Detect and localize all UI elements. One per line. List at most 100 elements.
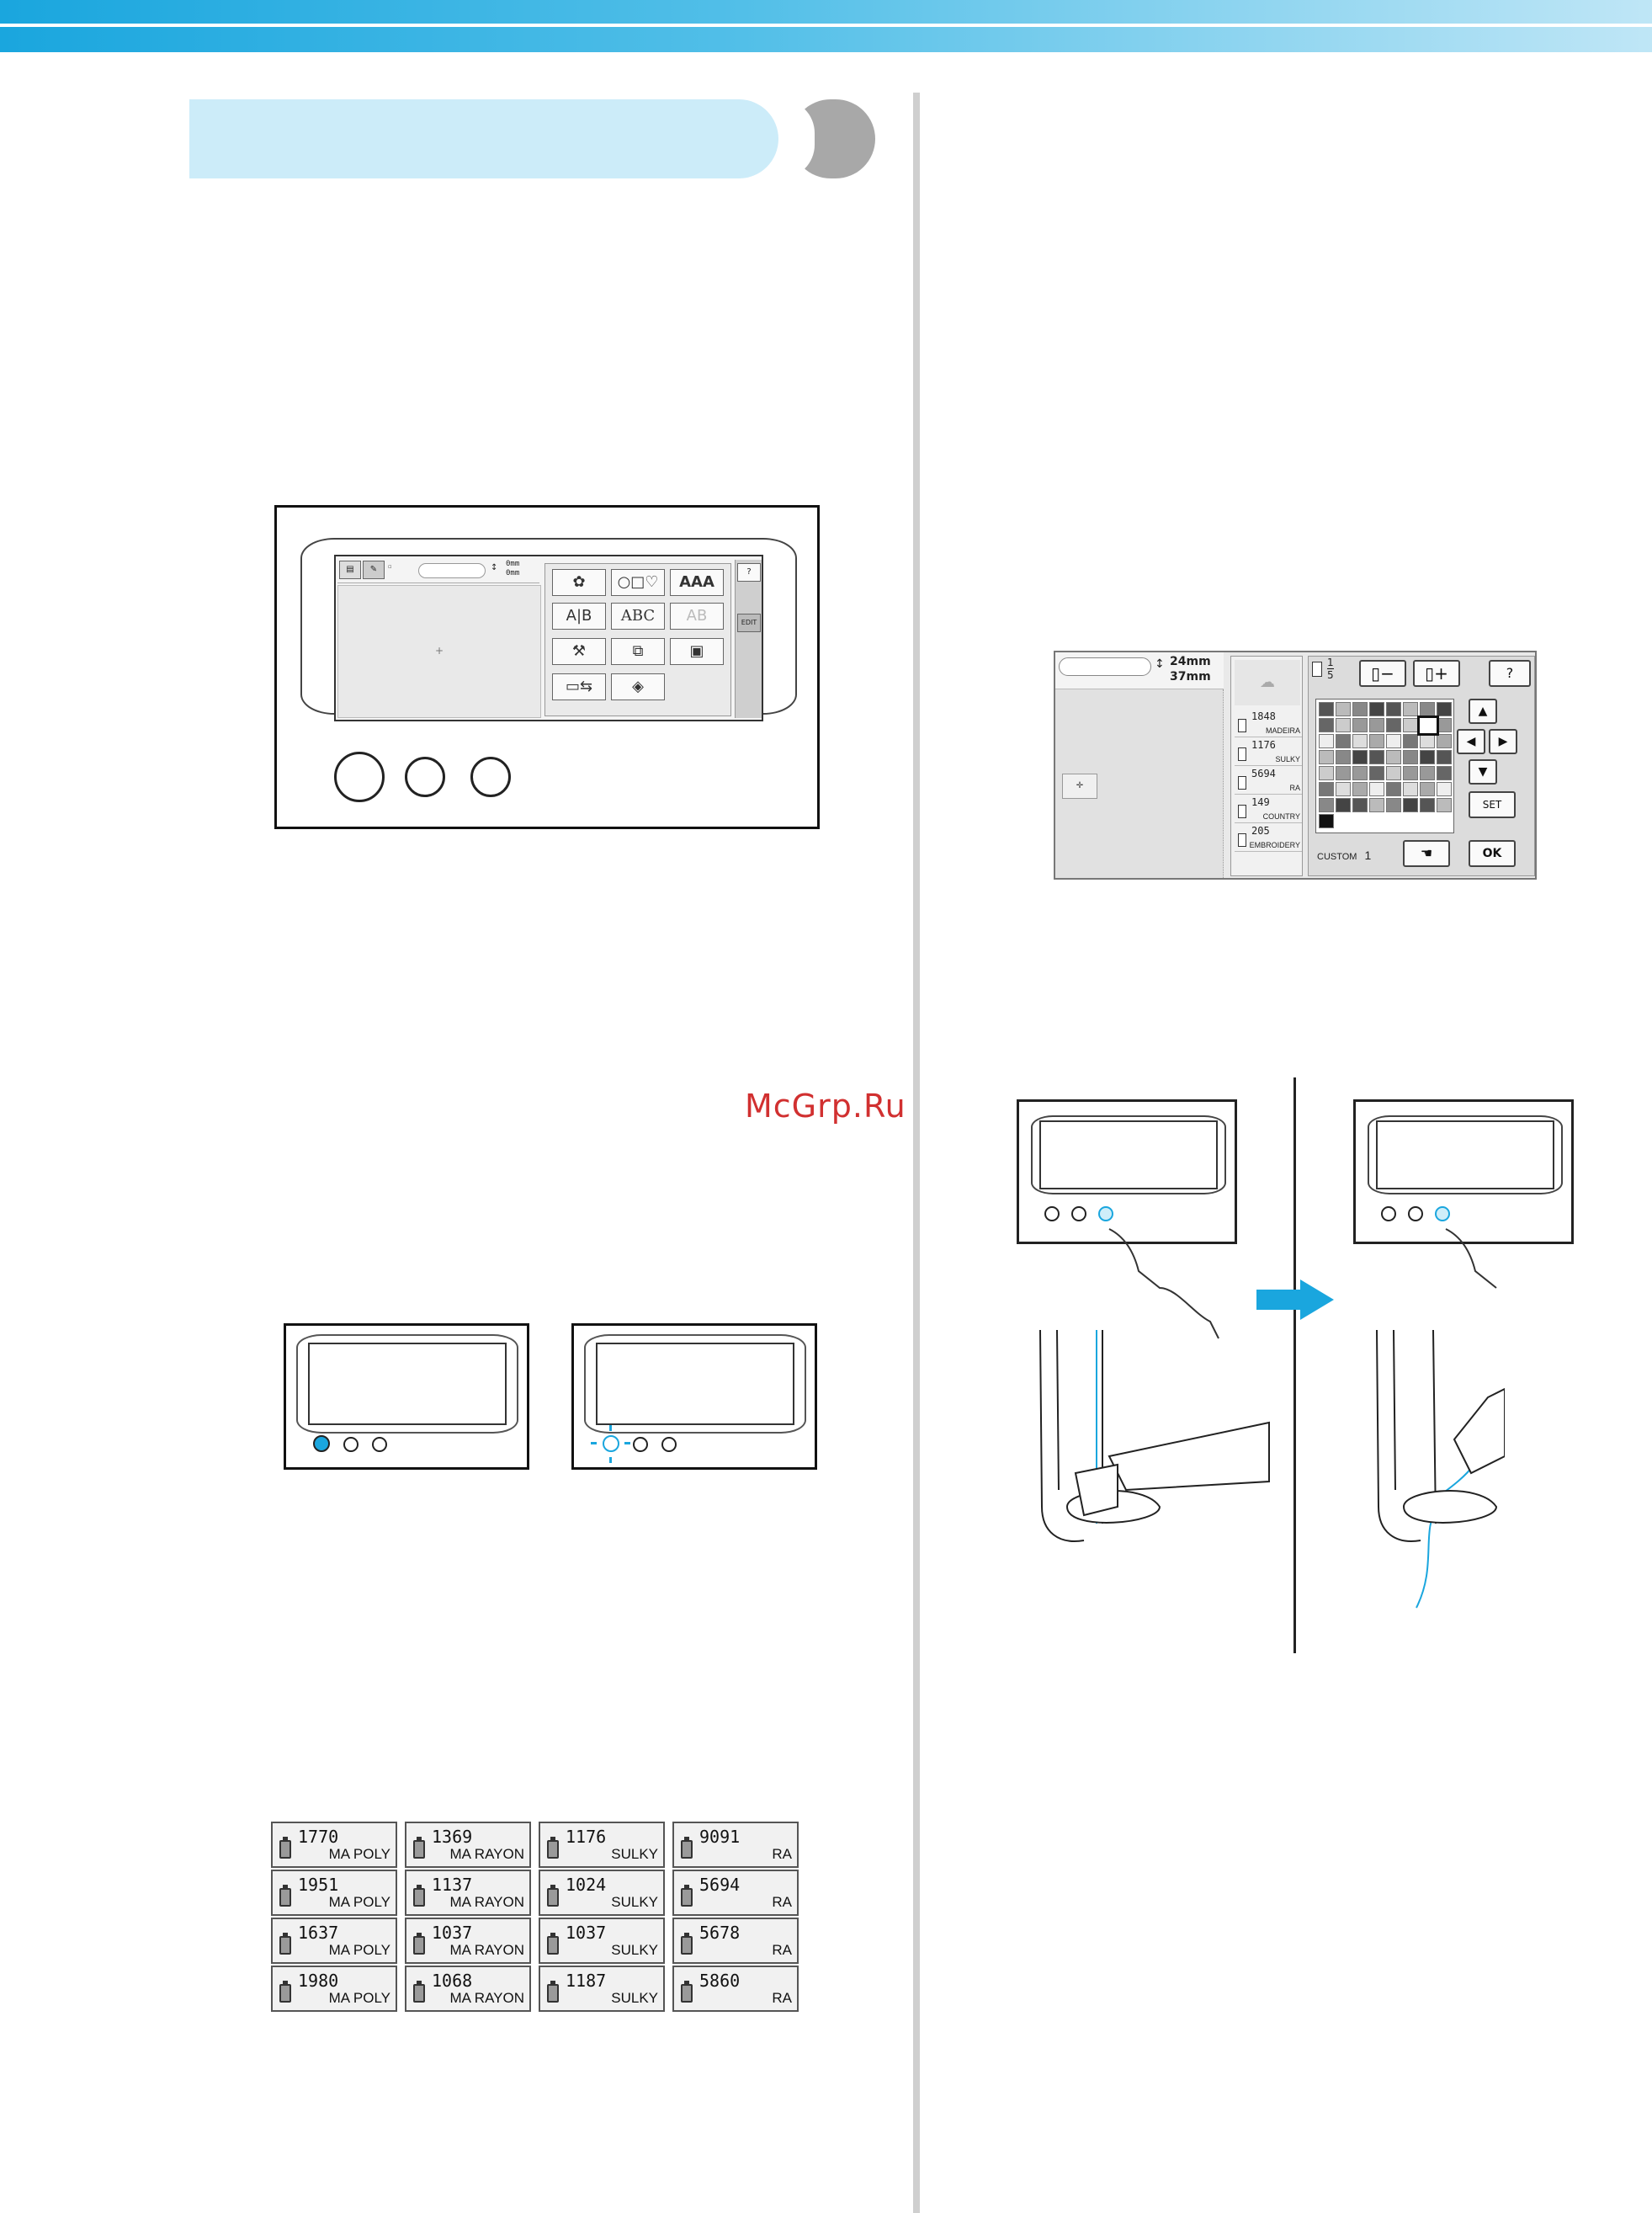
hand-grab-button[interactable]: ☚ <box>1403 840 1450 867</box>
color-cell[interactable] <box>1403 766 1418 780</box>
color-cell[interactable] <box>1386 750 1401 764</box>
needle-position-button[interactable] <box>1408 1206 1423 1221</box>
color-cell[interactable] <box>1420 798 1435 812</box>
font-ab-icon[interactable]: AB <box>670 603 724 630</box>
sewing-machine-icon[interactable]: ⚒ <box>552 638 606 665</box>
color-cell[interactable] <box>1386 798 1401 812</box>
font-abc-icon[interactable]: ABC <box>611 603 665 630</box>
color-cell[interactable] <box>1386 782 1401 796</box>
color-cell[interactable] <box>1352 718 1368 732</box>
frame-ab-icon[interactable]: A|B <box>552 603 606 630</box>
cursor-down-button[interactable]: ▼ <box>1469 759 1497 785</box>
color-cell[interactable] <box>1386 734 1401 748</box>
color-cell[interactable] <box>1369 782 1384 796</box>
color-cell[interactable] <box>1420 782 1435 796</box>
color-cell[interactable] <box>1403 718 1418 732</box>
cursor-right-button[interactable]: ▶ <box>1489 729 1517 754</box>
computer-usb-icon[interactable]: ▭⇆ <box>552 673 606 700</box>
color-cell[interactable] <box>1319 782 1334 796</box>
needle-position-button[interactable] <box>1071 1206 1086 1221</box>
thread-cutter-led[interactable] <box>372 1437 387 1452</box>
color-cell[interactable] <box>1352 734 1368 748</box>
thread-cutter-led[interactable] <box>661 1437 677 1452</box>
color-cell[interactable] <box>1386 718 1401 732</box>
color-cell[interactable] <box>1403 734 1418 748</box>
color-cell[interactable] <box>1369 798 1384 812</box>
set-button[interactable]: SET <box>1469 791 1516 818</box>
start-stop-button[interactable] <box>334 752 385 802</box>
color-cell[interactable] <box>1403 702 1418 716</box>
needle-position-button[interactable] <box>405 757 445 797</box>
color-cell[interactable] <box>1336 718 1351 732</box>
automatic-threading-button[interactable] <box>1435 1206 1450 1221</box>
font-aaa-icon[interactable]: AAA <box>670 569 724 596</box>
color-cell[interactable] <box>1437 798 1452 812</box>
next-color-button[interactable]: ▯+ <box>1413 660 1460 687</box>
color-cell[interactable] <box>1336 766 1351 780</box>
sewing-icon[interactable]: ✎ <box>363 561 385 579</box>
color-cell[interactable] <box>1437 782 1452 796</box>
color-cell[interactable] <box>1336 734 1351 748</box>
automatic-threading-button[interactable] <box>1098 1206 1113 1221</box>
color-cell[interactable] <box>1319 734 1334 748</box>
cursor-up-button[interactable]: ▲ <box>1469 699 1497 724</box>
color-cell[interactable] <box>1352 766 1368 780</box>
color-cell[interactable] <box>1352 782 1368 796</box>
color-cell[interactable] <box>1369 750 1384 764</box>
start-stop-led-on[interactable] <box>313 1435 330 1452</box>
color-cell[interactable] <box>1319 814 1334 828</box>
shapes-icon[interactable]: ○□♡ <box>611 569 665 596</box>
color-cell[interactable] <box>1319 766 1334 780</box>
color-cell[interactable] <box>1420 734 1435 748</box>
color-cell[interactable] <box>1420 766 1435 780</box>
color-cell[interactable] <box>1319 750 1334 764</box>
color-cell[interactable] <box>1386 766 1401 780</box>
start-stop-button[interactable] <box>1381 1206 1396 1221</box>
color-cell[interactable] <box>1437 766 1452 780</box>
color-cell[interactable] <box>1403 798 1418 812</box>
color-cell[interactable] <box>1352 798 1368 812</box>
needle-position-led[interactable] <box>633 1437 648 1452</box>
color-cell[interactable] <box>1437 702 1452 716</box>
color-cell[interactable] <box>1319 702 1334 716</box>
start-stop-led-flashing[interactable] <box>603 1435 619 1452</box>
color-cell[interactable] <box>1417 716 1439 736</box>
color-cell[interactable] <box>1437 750 1452 764</box>
color-cell[interactable] <box>1386 702 1401 716</box>
color-cell[interactable] <box>1369 702 1384 716</box>
pattern-icon[interactable]: ✿ <box>552 569 606 596</box>
frame-icon[interactable]: ◈ <box>611 673 665 700</box>
pattern-list-icon[interactable]: ▤ <box>339 561 361 579</box>
help-button[interactable]: ? <box>1489 660 1531 687</box>
color-cell[interactable] <box>1420 750 1435 764</box>
thread-cutter-button[interactable] <box>470 757 511 797</box>
color-cell[interactable] <box>1336 798 1351 812</box>
color-cell[interactable] <box>1420 702 1435 716</box>
previous-color-button[interactable]: ▯− <box>1359 660 1406 687</box>
color-cell[interactable] <box>1336 750 1351 764</box>
memory-card-icon[interactable]: ▣ <box>670 638 724 665</box>
color-cell[interactable] <box>1403 782 1418 796</box>
color-cell[interactable] <box>1369 734 1384 748</box>
copy-pattern-icon[interactable]: ⧉ <box>611 638 665 665</box>
color-cell[interactable] <box>1352 702 1368 716</box>
cursor-left-button[interactable]: ◀ <box>1457 729 1485 754</box>
edit-button[interactable]: EDIT <box>737 614 761 632</box>
color-cell[interactable] <box>1319 798 1334 812</box>
help-icon[interactable]: ? <box>737 563 761 582</box>
start-stop-button[interactable] <box>1044 1206 1060 1221</box>
color-cell[interactable] <box>1336 782 1351 796</box>
color-cell[interactable] <box>1336 702 1351 716</box>
ok-button[interactable]: OK <box>1469 840 1516 867</box>
color-cell[interactable] <box>1352 750 1368 764</box>
color-cell[interactable] <box>1319 718 1334 732</box>
color-cell[interactable] <box>1369 718 1384 732</box>
color-cell[interactable] <box>1369 766 1384 780</box>
color-cell[interactable] <box>1403 750 1418 764</box>
color-cell[interactable] <box>1437 734 1452 748</box>
